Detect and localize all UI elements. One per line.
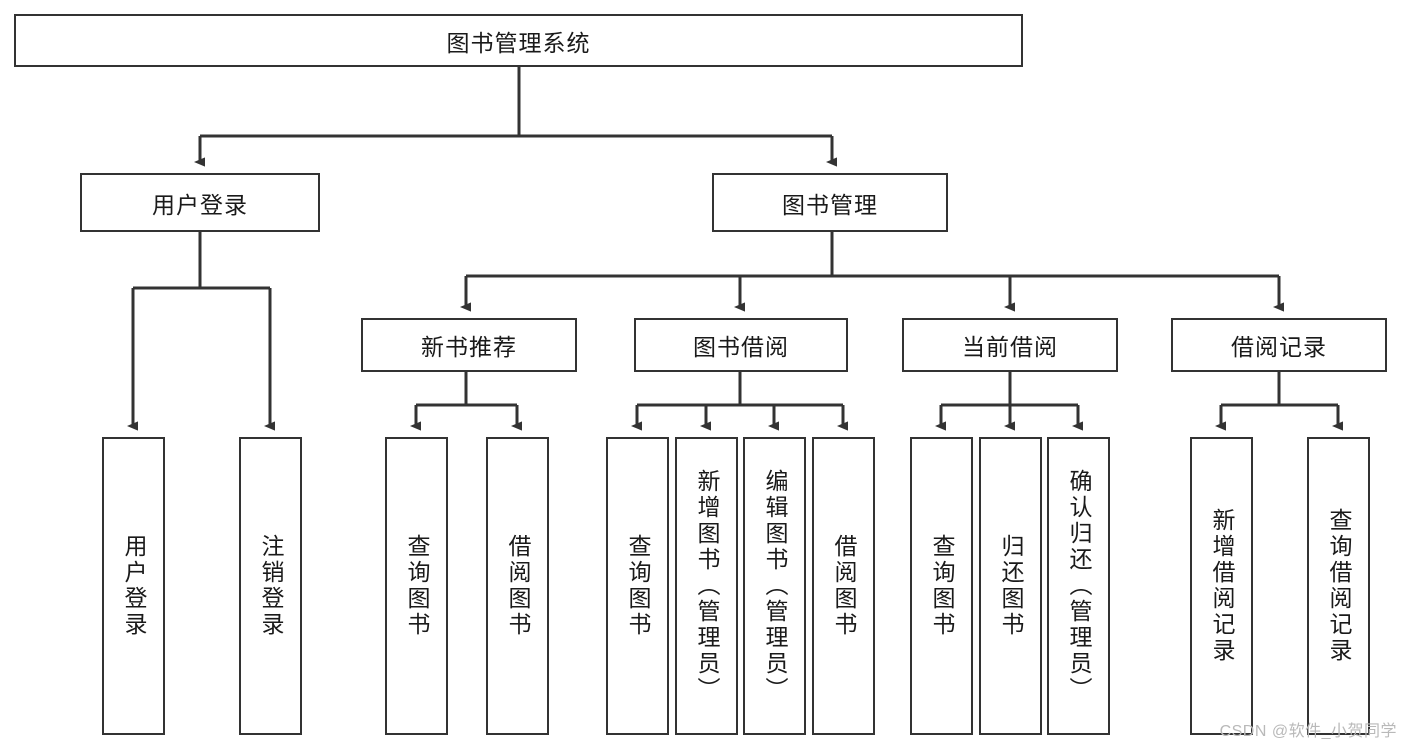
node-leaf-add-book[interactable]: 新增图书（管理员） <box>675 437 738 735</box>
node-leaf-logout-label: 注销登录 <box>258 534 284 638</box>
node-leaf-confirm-return-label: 确认归还（管理员） <box>1066 469 1092 703</box>
node-book-borrow[interactable]: 图书借阅 <box>634 318 848 372</box>
node-current-borrow[interactable]: 当前借阅 <box>902 318 1118 372</box>
node-leaf-user-login-label: 用户登录 <box>121 534 147 638</box>
node-user-login-label: 用户登录 <box>152 191 248 218</box>
node-leaf-query-book-2[interactable]: 查询图书 <box>606 437 669 735</box>
node-leaf-borrow-book-1[interactable]: 借阅图书 <box>486 437 549 735</box>
node-leaf-return-book[interactable]: 归还图书 <box>979 437 1042 735</box>
node-leaf-query-record-label: 查询借阅记录 <box>1326 508 1352 664</box>
node-leaf-borrow-book-2[interactable]: 借阅图书 <box>812 437 875 735</box>
node-new-book-rec[interactable]: 新书推荐 <box>361 318 577 372</box>
node-book-borrow-label: 图书借阅 <box>693 334 789 360</box>
node-leaf-borrow-book-2-label: 借阅图书 <box>831 534 857 638</box>
node-borrow-record[interactable]: 借阅记录 <box>1171 318 1387 372</box>
node-root[interactable]: 图书管理系统 <box>14 14 1023 67</box>
node-leaf-query-book-1[interactable]: 查询图书 <box>385 437 448 735</box>
node-leaf-confirm-return[interactable]: 确认归还（管理员） <box>1047 437 1110 735</box>
watermark-text: CSDN @软件_小贺同学 <box>1219 723 1397 740</box>
node-book-manage-label: 图书管理 <box>782 191 878 218</box>
node-leaf-logout[interactable]: 注销登录 <box>239 437 302 735</box>
node-leaf-user-login[interactable]: 用户登录 <box>102 437 165 735</box>
node-leaf-return-book-label: 归还图书 <box>998 534 1024 638</box>
node-book-manage[interactable]: 图书管理 <box>712 173 948 232</box>
node-leaf-query-book-3-label: 查询图书 <box>929 534 955 638</box>
node-current-borrow-label: 当前借阅 <box>962 334 1058 360</box>
node-leaf-query-book-2-label: 查询图书 <box>625 534 651 638</box>
node-leaf-query-book-1-label: 查询图书 <box>404 534 430 638</box>
node-leaf-borrow-book-1-label: 借阅图书 <box>505 534 531 638</box>
node-root-label: 图书管理系统 <box>446 29 591 56</box>
node-borrow-record-label: 借阅记录 <box>1231 334 1327 360</box>
node-leaf-add-record[interactable]: 新增借阅记录 <box>1190 437 1253 735</box>
node-leaf-edit-book[interactable]: 编辑图书（管理员） <box>743 437 806 735</box>
node-new-book-rec-label: 新书推荐 <box>421 334 517 360</box>
node-leaf-edit-book-label: 编辑图书（管理员） <box>762 469 788 703</box>
node-leaf-query-record[interactable]: 查询借阅记录 <box>1307 437 1370 735</box>
node-user-login[interactable]: 用户登录 <box>80 173 320 232</box>
node-leaf-add-record-label: 新增借阅记录 <box>1209 508 1235 664</box>
node-leaf-add-book-label: 新增图书（管理员） <box>694 469 720 703</box>
node-leaf-query-book-3[interactable]: 查询图书 <box>910 437 973 735</box>
